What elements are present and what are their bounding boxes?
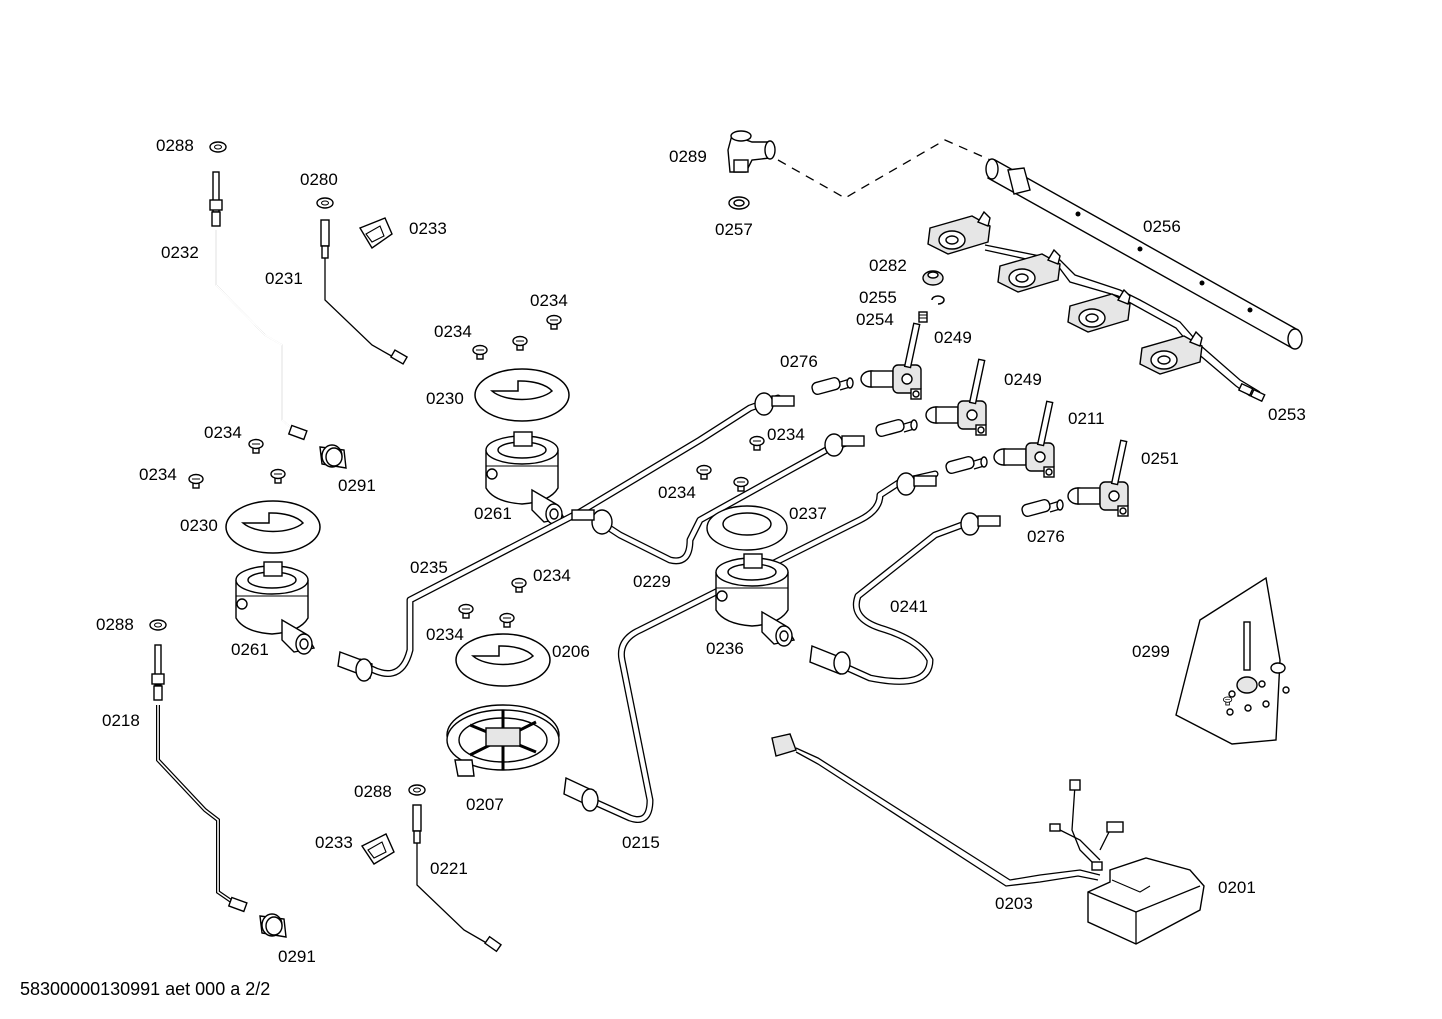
gas-valve-0249-b	[925, 358, 987, 436]
label-0234-b: 0234	[434, 322, 472, 341]
gas-valve-0211	[993, 400, 1055, 478]
gas-manifold-0256	[985, 158, 1303, 350]
label-0261-b: 0261	[231, 640, 269, 659]
label-0201: 0201	[1218, 878, 1256, 897]
label-0288-b: 0288	[96, 615, 134, 634]
washer-0288-bottom	[408, 784, 426, 796]
bracket-b	[997, 249, 1061, 293]
bracket-d	[1139, 331, 1203, 375]
label-0234-h: 0234	[658, 483, 696, 502]
label-0276-b: 0276	[1027, 527, 1065, 546]
circlip-0255	[931, 295, 945, 305]
label-0253: 0253	[1268, 405, 1306, 424]
label-0299: 0299	[1132, 642, 1170, 661]
connection-dashed-line	[777, 139, 996, 199]
label-0261-a: 0261	[474, 504, 512, 523]
injector-0276-a	[810, 375, 854, 397]
label-0288-a: 0288	[156, 136, 194, 155]
injector-0276-d	[1020, 497, 1064, 519]
gasket-0230-lower	[225, 500, 321, 554]
label-0282: 0282	[869, 256, 907, 275]
gasket-0237	[706, 505, 788, 551]
gas-valve-0249-a	[860, 322, 922, 400]
washer-0288-top-left	[209, 141, 227, 153]
label-0206: 0206	[552, 642, 590, 661]
label-0218: 0218	[102, 711, 140, 730]
label-0251: 0251	[1141, 449, 1179, 468]
injector-0276-b	[874, 417, 918, 439]
thermocouple-0218	[151, 644, 248, 913]
label-0280: 0280	[300, 170, 338, 189]
document-reference: 58300000130991 aet 000 a 2/2	[20, 979, 271, 999]
gas-valve-0251	[1067, 439, 1129, 517]
gas-pipe-0237	[736, 470, 939, 584]
clip-0233-upper	[358, 217, 393, 250]
gasket-0206	[455, 633, 551, 687]
label-0289: 0289	[669, 147, 707, 166]
bracket-c	[1067, 289, 1131, 333]
label-0233-b: 0233	[315, 833, 353, 852]
clip-0233-lower	[360, 833, 395, 865]
label-0256: 0256	[1143, 217, 1181, 236]
label-0254: 0254	[856, 310, 894, 329]
thermocouple-0232	[209, 171, 308, 441]
ignition-switch-harness-0253	[984, 244, 1266, 403]
label-0221: 0221	[430, 859, 468, 878]
seal-0257	[728, 196, 750, 210]
label-0230-b: 0230	[180, 516, 218, 535]
label-0236: 0236	[706, 639, 744, 658]
label-0215: 0215	[622, 833, 660, 852]
label-0249-b: 0249	[1004, 370, 1042, 389]
nut-0291-upper	[319, 444, 347, 469]
label-0234-e: 0234	[533, 566, 571, 585]
label-0257: 0257	[715, 220, 753, 239]
label-0288-c: 0288	[354, 782, 392, 801]
label-0234-c: 0234	[204, 423, 242, 442]
label-0234-g: 0234	[767, 425, 805, 444]
label-0291-a: 0291	[338, 476, 376, 495]
nut-0291-lower	[259, 913, 287, 938]
label-0237: 0237	[789, 504, 827, 523]
label-0291-b: 0291	[278, 947, 316, 966]
gasket-0230-upper	[474, 368, 570, 422]
gas-pipe-0215	[586, 586, 724, 823]
pipe-fittings	[337, 392, 1001, 812]
ignition-electrode-0231	[320, 219, 409, 365]
label-0241: 0241	[890, 597, 928, 616]
accessory-kit-bag-0299	[1175, 576, 1290, 745]
bracket-a	[927, 211, 991, 255]
label-0231: 0231	[265, 269, 303, 288]
ignition-electrode-0221	[412, 804, 503, 953]
gas-pipe-0235	[356, 394, 782, 677]
ignition-module-0201	[1087, 857, 1205, 945]
injector-0276-c	[944, 454, 988, 476]
burner-body-0236	[715, 553, 795, 647]
label-0203: 0203	[995, 894, 1033, 913]
label-0230-a: 0230	[426, 389, 464, 408]
label-0232: 0232	[161, 243, 199, 262]
label-0229: 0229	[633, 572, 671, 591]
label-0235: 0235	[410, 558, 448, 577]
knob-seal-0282	[922, 270, 944, 286]
burner-base-0207	[446, 704, 560, 777]
wiring-loom-0203	[771, 733, 1124, 887]
gas-pipe-0241	[826, 518, 974, 685]
spring-0254	[918, 311, 928, 323]
gas-pipe-0229	[596, 436, 860, 565]
washer-0280	[316, 197, 334, 209]
label-0233-a: 0233	[409, 219, 447, 238]
label-0234-d: 0234	[139, 465, 177, 484]
label-0207: 0207	[466, 795, 504, 814]
washer-0288-left	[149, 619, 167, 631]
label-0234-f: 0234	[426, 625, 464, 644]
label-0234-a: 0234	[530, 291, 568, 310]
label-0255: 0255	[859, 288, 897, 307]
label-0249-a: 0249	[934, 328, 972, 347]
label-0276-a: 0276	[780, 352, 818, 371]
elbow-connector-0289	[727, 130, 776, 173]
label-0211: 0211	[1068, 409, 1105, 428]
